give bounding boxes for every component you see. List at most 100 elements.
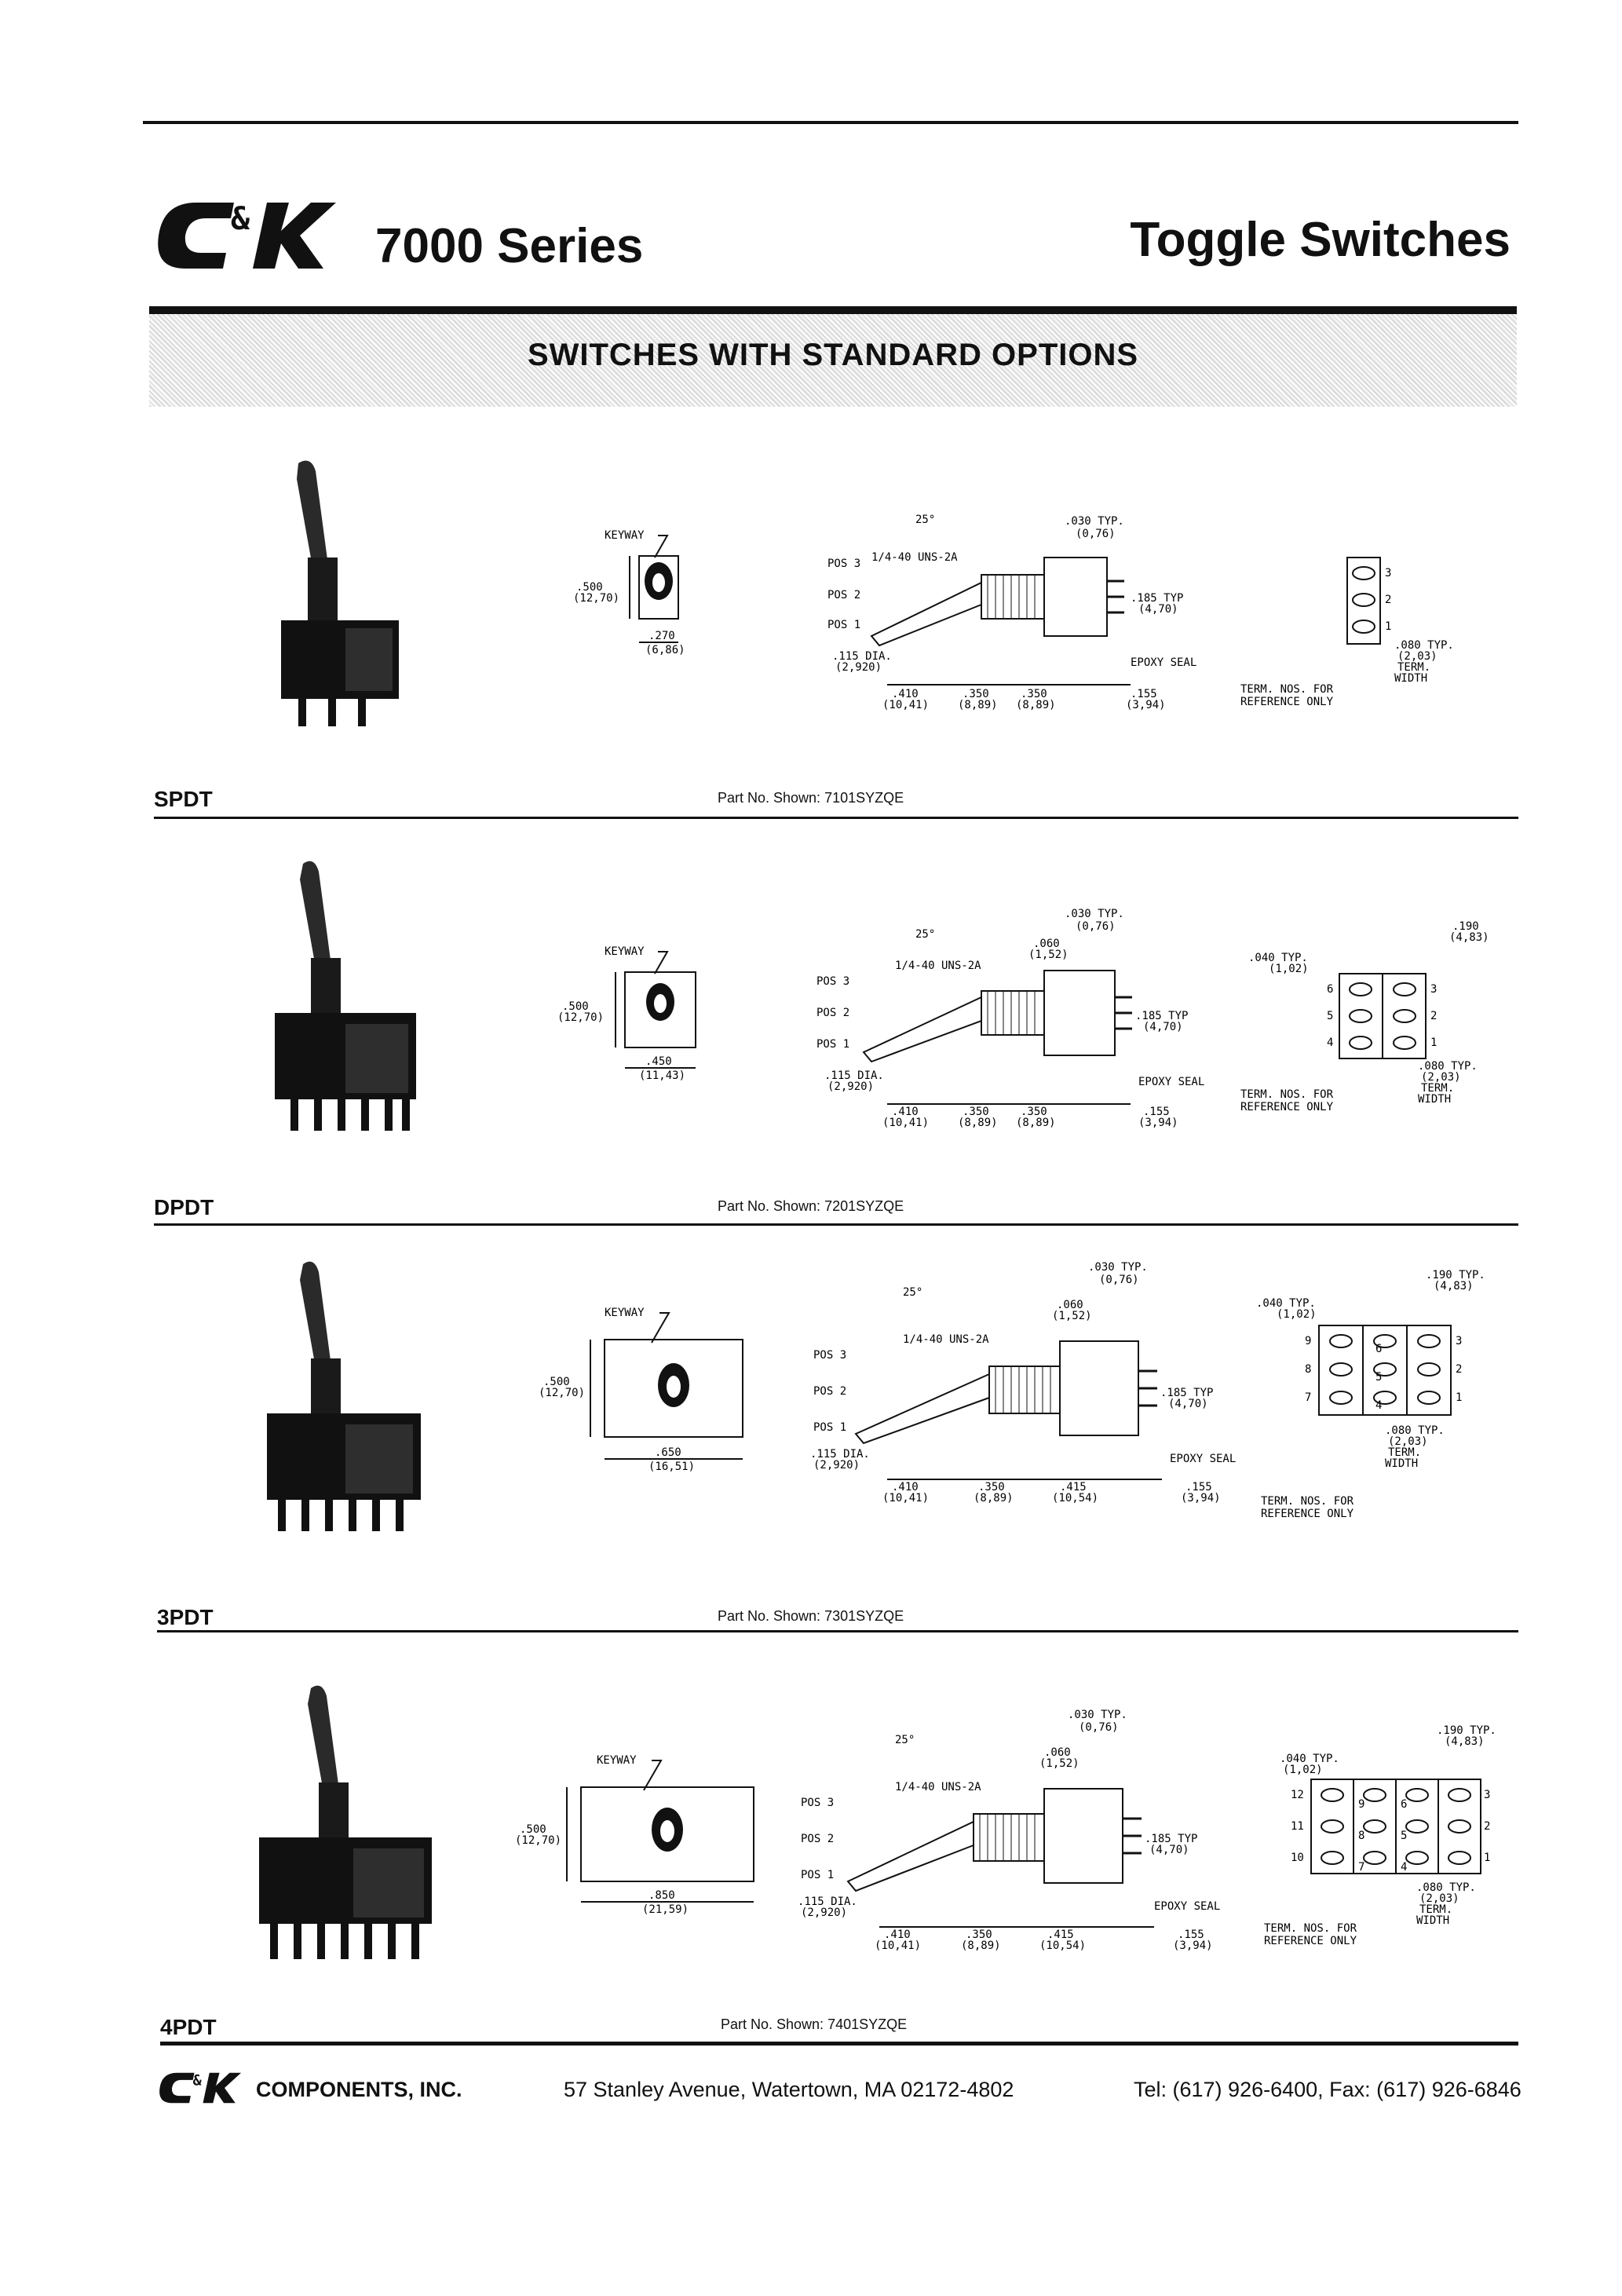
svg-text:TERM. NOS. FOR: TERM. NOS. FOR <box>1264 1922 1357 1935</box>
svg-text:(8,89): (8,89) <box>1016 699 1056 711</box>
banner-top-rule <box>149 306 1517 314</box>
svg-text:(8,89): (8,89) <box>958 699 998 711</box>
svg-text:POS 2: POS 2 <box>827 589 860 601</box>
product-title: Toggle Switches <box>1130 213 1511 267</box>
svg-text:POS 1: POS 1 <box>813 1421 846 1434</box>
svg-text:.500: .500 <box>543 1376 570 1388</box>
svg-text:TERM. NOS. FOR: TERM. NOS. FOR <box>1261 1495 1354 1508</box>
svg-text:TERM.: TERM. <box>1421 1082 1454 1095</box>
svg-text:(3,94): (3,94) <box>1181 1492 1221 1504</box>
svg-text:1: 1 <box>1484 1852 1490 1864</box>
svg-text:.850: .850 <box>648 1889 675 1902</box>
svg-text:TERM.: TERM. <box>1388 1446 1421 1459</box>
svg-text:.155: .155 <box>1178 1929 1204 1941</box>
svg-text:2: 2 <box>1484 1820 1490 1833</box>
svg-text:(2,920): (2,920) <box>801 1907 847 1919</box>
svg-text:(6,86): (6,86) <box>645 644 685 656</box>
svg-text:.060: .060 <box>1033 938 1060 950</box>
svg-text:(2,03): (2,03) <box>1421 1071 1461 1084</box>
svg-text:WIDTH: WIDTH <box>1394 672 1427 685</box>
svg-text:.080 TYP.: .080 TYP. <box>1416 1881 1476 1894</box>
svg-text:.350: .350 <box>1021 688 1047 700</box>
svg-text:(0,76): (0,76) <box>1099 1274 1139 1286</box>
svg-text:(4,70): (4,70) <box>1143 1021 1183 1033</box>
svg-text:.115 DIA.: .115 DIA. <box>824 1069 884 1082</box>
terminal-view-4pdt: .190 TYP. (4,83) .040 TYP. (1,02) 12 11 … <box>1264 1724 1496 1947</box>
switch-photo-3pdt <box>267 1261 421 1531</box>
svg-text:4: 4 <box>1327 1036 1333 1049</box>
svg-text:2: 2 <box>1456 1363 1462 1376</box>
part-number-4pdt: Part No. Shown: 7401SYZQE <box>721 2016 908 2032</box>
svg-text:(4,83): (4,83) <box>1445 1735 1485 1748</box>
switch-photo-dpdt <box>275 861 416 1131</box>
svg-text:4: 4 <box>1401 1861 1407 1874</box>
svg-text:.030 TYP.: .030 TYP. <box>1065 908 1124 920</box>
svg-text:(0,76): (0,76) <box>1076 920 1116 933</box>
svg-text:5: 5 <box>1401 1830 1407 1842</box>
svg-text:(1,02): (1,02) <box>1269 963 1309 975</box>
svg-text:.350: .350 <box>966 1929 992 1941</box>
svg-text:1/4-40 UNS-2A: 1/4-40 UNS-2A <box>871 551 958 564</box>
svg-text:12: 12 <box>1291 1789 1304 1801</box>
svg-text:(10,41): (10,41) <box>875 1940 921 1952</box>
part-number-dpdt: Part No. Shown: 7201SYZQE <box>718 1198 904 1214</box>
svg-text:.190 TYP.: .190 TYP. <box>1426 1269 1485 1281</box>
svg-text:3: 3 <box>1456 1335 1462 1347</box>
svg-text:.115 DIA.: .115 DIA. <box>810 1448 870 1461</box>
side-view-dpdt: 25° .030 TYP. (0,76) .060 (1,52) 1/4-40 … <box>816 908 1204 1129</box>
svg-text:.030 TYP.: .030 TYP. <box>1088 1261 1148 1274</box>
svg-text:EPOXY SEAL: EPOXY SEAL <box>1154 1900 1220 1913</box>
section-dpdt: KEYWAY .500 (12,70) .450 (11,43) 25° .03… <box>154 861 1518 1226</box>
svg-text:1: 1 <box>1385 620 1391 633</box>
svg-text:6: 6 <box>1401 1798 1407 1811</box>
svg-text:1/4-40 UNS-2A: 1/4-40 UNS-2A <box>895 960 981 972</box>
svg-text:(3,94): (3,94) <box>1126 699 1166 711</box>
switch-photo-4pdt <box>259 1685 432 1959</box>
keyway-label: KEYWAY <box>597 1754 637 1767</box>
svg-text:.040 TYP.: .040 TYP. <box>1256 1297 1316 1310</box>
svg-text:POS 3: POS 3 <box>801 1797 834 1809</box>
svg-text:.650: .650 <box>655 1446 681 1459</box>
svg-text:(8,89): (8,89) <box>974 1492 1014 1504</box>
svg-text:POS 1: POS 1 <box>827 619 860 631</box>
svg-text:.040 TYP.: .040 TYP. <box>1280 1753 1339 1765</box>
footer-ck-logo: & <box>159 2072 242 2104</box>
svg-text:25°: 25° <box>903 1286 922 1299</box>
svg-text:(8,89): (8,89) <box>961 1940 1001 1952</box>
svg-text:.030 TYP.: .030 TYP. <box>1065 515 1124 528</box>
front-view-4pdt: KEYWAY .500 (12,70) .850 (21,59) <box>515 1754 754 1916</box>
svg-text:.410: .410 <box>884 1929 911 1941</box>
svg-text:POS 3: POS 3 <box>827 558 860 570</box>
front-view-dpdt: KEYWAY .500 (12,70) .450 (11,43) <box>557 945 696 1082</box>
svg-text:(10,54): (10,54) <box>1052 1492 1098 1504</box>
svg-text:(10,41): (10,41) <box>882 1117 929 1129</box>
section-label-4pdt: 4PDT <box>160 2015 217 2039</box>
svg-text:(1,02): (1,02) <box>1277 1308 1317 1321</box>
svg-text:(2,03): (2,03) <box>1419 1892 1459 1905</box>
keyway-label: KEYWAY <box>605 945 645 958</box>
svg-text:(4,70): (4,70) <box>1138 603 1178 616</box>
svg-text:3: 3 <box>1385 567 1391 579</box>
svg-text:.080 TYP.: .080 TYP. <box>1385 1424 1445 1437</box>
section-label-3pdt: 3PDT <box>157 1605 214 1629</box>
svg-text:.190: .190 <box>1452 920 1479 933</box>
keyway-label: KEYWAY <box>605 1307 645 1319</box>
svg-text:(1,52): (1,52) <box>1052 1310 1092 1322</box>
svg-text:(4,83): (4,83) <box>1434 1280 1474 1292</box>
svg-text:3: 3 <box>1484 1789 1490 1801</box>
svg-text:REFERENCE ONLY: REFERENCE ONLY <box>1264 1935 1357 1947</box>
top-rule <box>143 121 1518 124</box>
terminal-view-dpdt: .190 (4,83) .040 TYP. (1,02) 6 5 4 3 2 1… <box>1240 920 1489 1113</box>
svg-text:.350: .350 <box>1021 1106 1047 1118</box>
svg-text:6: 6 <box>1375 1343 1382 1355</box>
svg-text:1: 1 <box>1430 1036 1437 1049</box>
svg-text:POS 2: POS 2 <box>813 1385 846 1398</box>
svg-text:9: 9 <box>1358 1798 1364 1811</box>
svg-text:(2,03): (2,03) <box>1397 650 1438 663</box>
svg-text:POS 1: POS 1 <box>801 1869 834 1881</box>
svg-text:.060: .060 <box>1057 1299 1083 1311</box>
svg-text:REFERENCE ONLY: REFERENCE ONLY <box>1261 1508 1354 1520</box>
svg-text:.185 TYP: .185 TYP <box>1135 1010 1188 1022</box>
svg-text:.350: .350 <box>963 688 989 700</box>
svg-text:6: 6 <box>1327 983 1333 996</box>
